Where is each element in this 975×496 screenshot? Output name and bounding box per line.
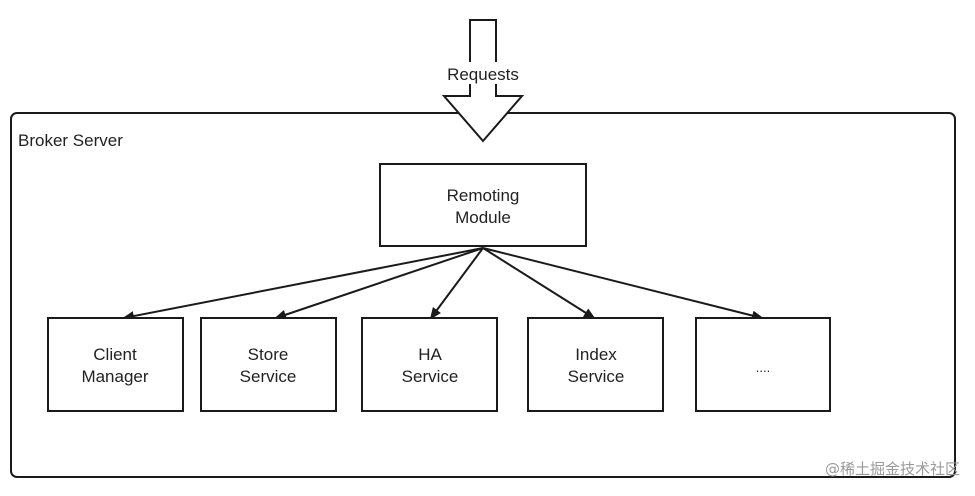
requests-label: Requests (447, 65, 519, 84)
ha-service-label-line2: Service (402, 367, 459, 386)
module-index-service: Index Service (527, 317, 664, 412)
arrow-to-store-service (274, 247, 484, 320)
index-service-label-line1: Index (575, 345, 617, 364)
store-service-box (200, 317, 337, 412)
module-more: .... (695, 317, 831, 412)
more-modules-box (695, 317, 831, 412)
remoting-module-label-line1: Remoting (447, 186, 520, 205)
module-client-manager: Client Manager (47, 317, 184, 412)
arrow-to-ha-service (429, 247, 484, 320)
index-service-label-line2: Service (568, 367, 625, 386)
store-service-label-line2: Service (240, 367, 297, 386)
module-store-service: Store Service (200, 317, 337, 412)
arrow-to-index-service (482, 247, 596, 320)
client-manager-box (47, 317, 184, 412)
ha-service-label-line1: HA (418, 345, 442, 364)
client-manager-label-line1: Client (93, 345, 137, 364)
store-service-label-line1: Store (248, 345, 289, 364)
index-service-box (527, 317, 664, 412)
ha-service-box (361, 317, 498, 412)
broker-server-label: Broker Server (18, 131, 123, 150)
module-ha-service: HA Service (361, 317, 498, 412)
client-manager-label-line2: Manager (81, 367, 148, 386)
arrow-to-more-modules (482, 247, 764, 321)
arrow-to-client-manager (122, 247, 484, 321)
remoting-module-box (379, 163, 587, 247)
watermark-text: @稀土掘金技术社区 (825, 460, 960, 478)
remoting-module-label-line2: Module (455, 208, 511, 227)
requests-label-bg (440, 62, 526, 84)
more-modules-label: .... (756, 360, 770, 375)
